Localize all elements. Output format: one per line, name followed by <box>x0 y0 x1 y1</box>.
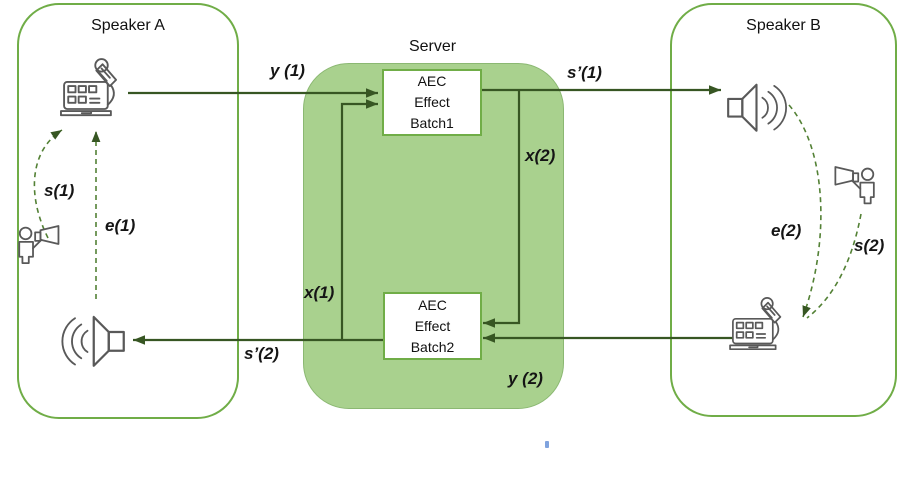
label-s2: s(2) <box>854 236 885 255</box>
loudspeaker-icon-speaker-a <box>61 315 125 367</box>
label-y2: y (2) <box>508 369 543 388</box>
loudspeaker-icon-speaker-b <box>727 83 787 132</box>
label-s2-prime: s’(2) <box>244 344 279 363</box>
artifact-dot <box>545 441 549 448</box>
arrow-x2 <box>483 90 521 328</box>
label-s1-prime: s’(1) <box>567 63 602 82</box>
arrow-s2-dashed <box>806 213 862 319</box>
person-megaphone-icon-speaker-a <box>18 225 60 265</box>
label-y1: y (1) <box>270 61 305 80</box>
person-megaphone-icon-speaker-b <box>834 166 875 205</box>
label-s1: s(1) <box>44 181 75 200</box>
aec-effect-batch1-box: AEC Effect Batch1 <box>382 69 482 136</box>
label-e1: e(1) <box>105 216 136 235</box>
mixer-mic-icon-speaker-a <box>60 58 118 117</box>
speaker-a-box: Speaker A <box>17 3 239 419</box>
label-e2: e(2) <box>771 221 802 240</box>
speaker-a-title: Speaker A <box>91 17 165 34</box>
server-title: Server <box>408 38 457 55</box>
aec-effect-batch2-box: AEC Effect Batch2 <box>383 292 482 360</box>
label-x1: x(1) <box>304 283 335 302</box>
mixer-mic-icon-speaker-b <box>729 297 782 351</box>
speaker-b-title: Speaker B <box>746 17 821 34</box>
arrow-e2-dashed <box>788 104 822 318</box>
arrow-x1-feedback <box>340 99 378 340</box>
speaker-b-box: Speaker B <box>670 3 897 417</box>
label-x2: x(2) <box>525 146 556 165</box>
